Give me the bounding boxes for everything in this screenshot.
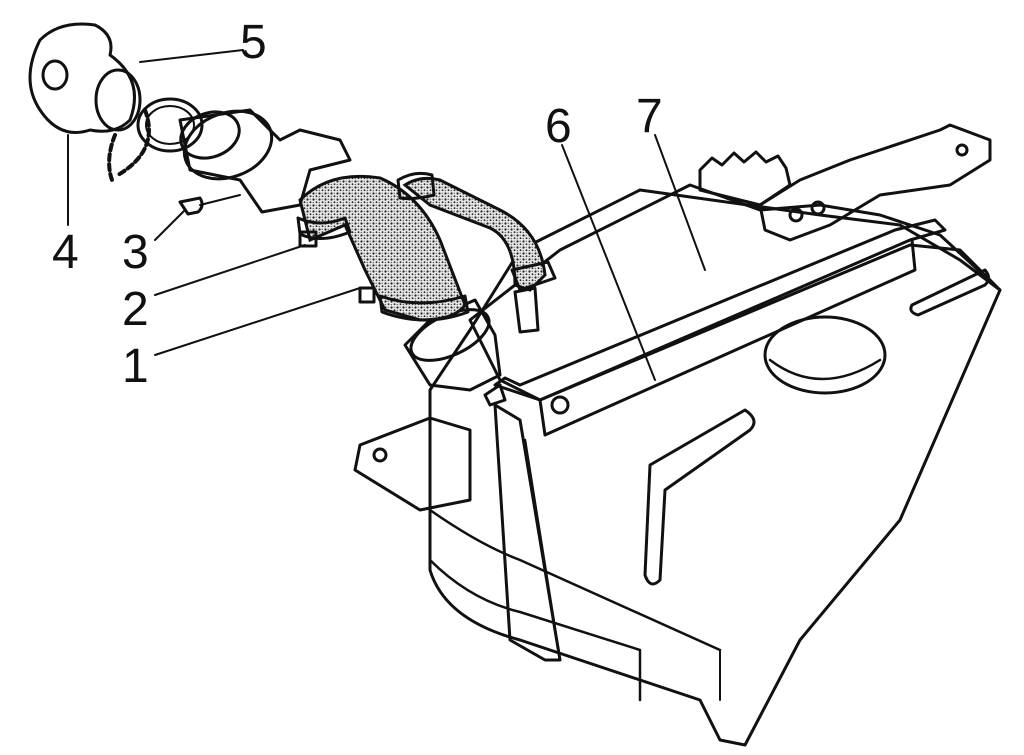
leader-7 xyxy=(654,134,706,271)
callout-1: 1 xyxy=(122,340,149,393)
hose-clamp-lower-screw xyxy=(358,286,376,304)
filler-pipe-mouth xyxy=(179,110,241,160)
callout-4: 4 xyxy=(52,226,79,279)
callout-6: 6 xyxy=(545,100,572,153)
tank-strap-edge xyxy=(523,438,562,662)
upper-bracket-hole-2 xyxy=(810,200,826,216)
gasket-ring xyxy=(136,97,204,153)
tank-shell xyxy=(428,188,1002,747)
fuel-tank xyxy=(353,123,1002,747)
hose-clamp-upper xyxy=(296,216,352,240)
leader-5 xyxy=(139,49,244,63)
leader-6 xyxy=(561,144,656,381)
vent-pipe xyxy=(513,286,540,334)
flange-bolt-hole xyxy=(372,447,388,463)
upper-bracket-hole-1 xyxy=(788,207,804,223)
upper-bracket xyxy=(758,123,992,242)
mounting-bar-bracket xyxy=(483,383,507,407)
callout-5: 5 xyxy=(240,16,267,69)
vent-hose-clamp-bottom xyxy=(510,260,557,292)
gasket-ring-inner xyxy=(145,105,195,145)
filler-cap xyxy=(28,22,136,134)
leader-2 xyxy=(154,244,306,296)
fuel-sender-flange xyxy=(698,150,792,207)
tank-strap-front xyxy=(493,403,562,662)
callout-3: 3 xyxy=(122,226,149,279)
tank-left-flange xyxy=(353,416,472,512)
vent-hose xyxy=(402,176,547,292)
chain-anchor xyxy=(178,196,204,216)
upper-bracket-hole-3 xyxy=(955,143,969,157)
tank-rib-2 xyxy=(909,268,990,317)
filler-cap-ear xyxy=(41,59,69,91)
tank-top xyxy=(468,183,1002,402)
chain-anchor-wire xyxy=(199,194,241,206)
callout-7: 7 xyxy=(636,90,663,143)
hose-clamp-lower xyxy=(378,294,470,322)
cap-chain xyxy=(107,108,151,182)
tank-boss-edge xyxy=(768,358,882,381)
mounting-bar-bolt xyxy=(550,395,570,415)
leader-lines xyxy=(67,49,706,381)
tank-rib-1 xyxy=(643,408,756,586)
mounting-bar-lip xyxy=(538,238,917,437)
mounting-bar xyxy=(493,218,947,402)
tank-seam-bottom xyxy=(428,558,642,702)
tank-seam-lower xyxy=(428,508,722,652)
vent-hose-clamp-top xyxy=(396,171,436,201)
leader-3 xyxy=(154,209,186,241)
filler-cap-thread xyxy=(94,68,142,132)
leader-1 xyxy=(154,287,361,356)
filler-assembly xyxy=(28,22,557,392)
filler-pipe-bead xyxy=(182,109,274,181)
hose-clamp-screw xyxy=(298,230,318,248)
tank-top-boss xyxy=(763,315,887,395)
callout-2: 2 xyxy=(122,283,149,336)
